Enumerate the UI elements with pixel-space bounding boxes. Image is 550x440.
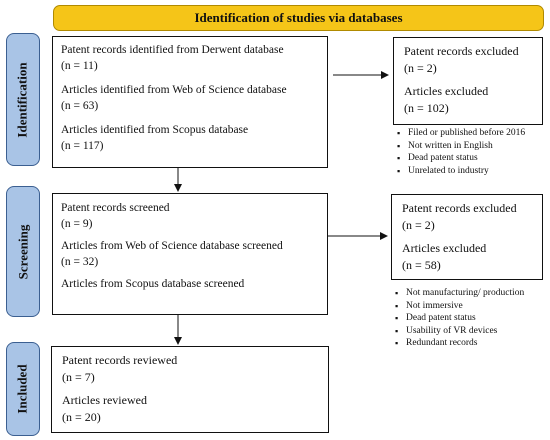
phase-screening: Screening xyxy=(6,186,40,317)
included-line: (n = 7) xyxy=(62,370,95,384)
excluded-line: (n = 102) xyxy=(404,101,449,115)
excluded-line: Patent records excluded xyxy=(402,201,517,215)
included-line: Articles reviewed xyxy=(62,393,147,407)
identification-line: Articles identified from Scopus database xyxy=(61,124,249,136)
reason-item: Not manufacturing/ production xyxy=(395,287,547,300)
reason-item: Dead patent status xyxy=(397,152,547,165)
reason-item: Usability of VR devices xyxy=(395,325,547,338)
excluded-line: Articles excluded xyxy=(402,241,487,255)
identification-line: (n = 11) xyxy=(61,60,98,72)
phase-included: Included xyxy=(6,342,40,436)
identification-line: Patent records identified from Derwent d… xyxy=(61,44,284,56)
identification-box: Patent records identified from Derwent d… xyxy=(52,36,328,168)
excluded-line: Patent records excluded xyxy=(404,44,519,58)
screening-line: Articles from Web of Science database sc… xyxy=(61,240,283,252)
screening-line: Patent records screened xyxy=(61,202,170,214)
identification-line: (n = 63) xyxy=(61,100,99,112)
identification-excluded-box: Patent records excluded (n = 2) Articles… xyxy=(393,37,543,125)
screening-box: Patent records screened (n = 9) Articles… xyxy=(52,193,328,315)
reason-item: Not immersive xyxy=(395,300,547,313)
flow-header: Identification of studies via databases xyxy=(53,5,544,31)
screening-excluded-box: Patent records excluded (n = 2) Articles… xyxy=(391,194,543,280)
phase-identification: Identification xyxy=(6,33,40,166)
screening-line: Articles from Scopus database screened xyxy=(61,278,245,290)
reason-item: Not written in English xyxy=(397,140,547,153)
reason-item: Filed or published before 2016 xyxy=(397,127,547,140)
included-line: (n = 20) xyxy=(62,410,101,424)
screening-exclusion-reasons: Not manufacturing/ production Not immers… xyxy=(395,287,547,350)
identification-line: Articles identified from Web of Science … xyxy=(61,84,287,96)
flow-header-title: Identification of studies via databases xyxy=(194,10,403,25)
included-box: Patent records reviewed (n = 7) Articles… xyxy=(51,346,329,433)
screening-line: (n = 32) xyxy=(61,256,99,268)
excluded-line: (n = 2) xyxy=(402,218,435,232)
reason-item: Redundant records xyxy=(395,337,547,350)
identification-line: (n = 117) xyxy=(61,140,104,152)
screening-line: (n = 9) xyxy=(61,218,93,230)
excluded-line: Articles excluded xyxy=(404,84,489,98)
reason-item: Dead patent status xyxy=(395,312,547,325)
reason-item: Unrelated to industry xyxy=(397,165,547,178)
included-line: Patent records reviewed xyxy=(62,353,178,367)
excluded-line: (n = 58) xyxy=(402,258,441,272)
excluded-line: (n = 2) xyxy=(404,61,437,75)
identification-exclusion-reasons: Filed or published before 2016 Not writt… xyxy=(397,127,547,177)
